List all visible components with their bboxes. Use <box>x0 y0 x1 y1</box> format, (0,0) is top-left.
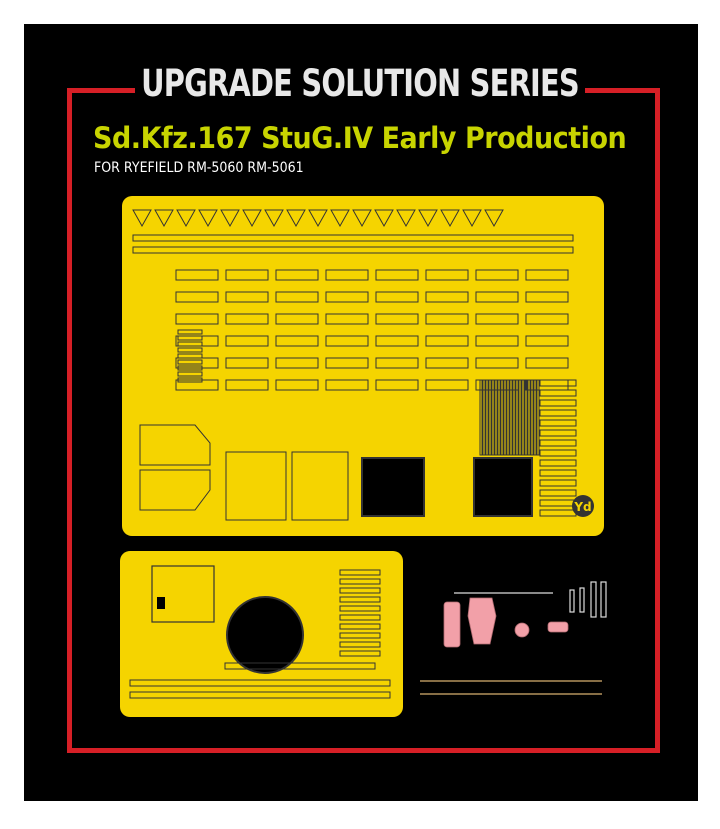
photo-etch-fret-small <box>120 551 403 717</box>
large-fret-cutouts <box>361 457 533 517</box>
svg-text:Yd: Yd <box>573 500 591 514</box>
hatch-ring-cutout <box>226 596 304 674</box>
product-title: Sd.Kfz.167 StuG.IV Early Production <box>93 121 627 155</box>
red-frame-top-right <box>585 88 655 93</box>
red-frame <box>67 88 660 753</box>
product-subtitle: FOR RYEFIELD RM-5060 RM-5061 <box>94 160 304 176</box>
resin-parts <box>443 597 569 648</box>
yd-logo: Yd <box>572 495 594 517</box>
wire-parts <box>420 581 607 695</box>
series-heading: UPGRADE SOLUTION SERIES <box>141 62 580 105</box>
red-frame-top-left <box>67 88 135 93</box>
